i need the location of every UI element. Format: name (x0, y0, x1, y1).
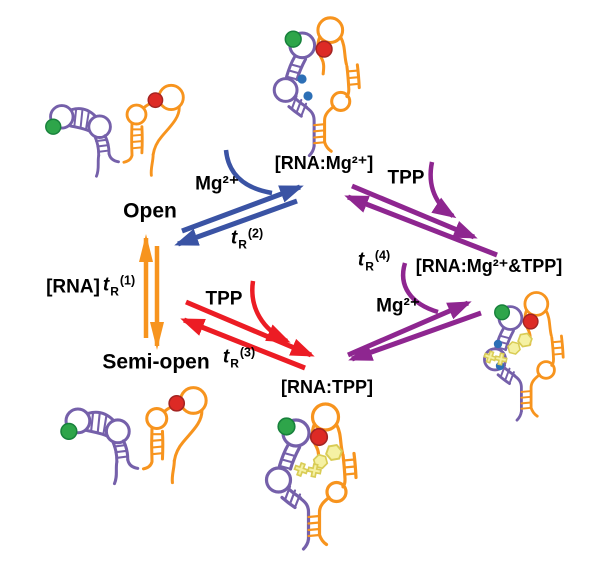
ligand-label-mg-top: Mg²⁺ (195, 173, 239, 195)
forward-arrow (185, 299, 315, 358)
ligand-label-mg-bottom: Mg²⁺ (376, 295, 420, 317)
tpp-influx-curve (250, 280, 291, 344)
rate-sup: (4) (374, 248, 391, 263)
mg-binding-arrows-purple-bottom (347, 262, 482, 362)
semi-open-rna-structure (59, 386, 208, 486)
forward-arrow (181, 184, 304, 234)
tpp-cross-icon (292, 460, 310, 479)
rate-label-t1: tR(1) (102, 273, 136, 299)
rate-sub: R (110, 284, 119, 299)
state-label-rna: [RNA] (46, 276, 100, 298)
reverse-arrow (344, 194, 498, 258)
mg-ion-dots-rna-mg (297, 74, 313, 101)
ligand-label-tpp-top: TPP (387, 167, 425, 189)
rna-mg-structure (272, 16, 361, 158)
mg-binding-arrows-blue (174, 149, 304, 247)
state-label-semi-open: Semi-open (102, 350, 210, 374)
rate-label-t3: tR(3) (222, 345, 256, 371)
reverse-arrow (174, 198, 298, 247)
tpp-binding-arrows-purple-top (344, 161, 498, 258)
tpp-binding-arrows-red (180, 280, 315, 371)
rate-base: t (230, 227, 238, 249)
magnesium-ion-dot (303, 91, 313, 101)
open-rna-structure (44, 83, 185, 178)
rate-base: t (222, 346, 230, 368)
ligand-label-tpp-bottom: TPP (205, 288, 243, 310)
tpp-influx-curve (428, 161, 457, 219)
rate-base: t (357, 249, 365, 271)
rate-sub: R (230, 356, 239, 371)
state-label-open: Open (123, 199, 177, 223)
forward-arrow (351, 183, 478, 240)
mg-influx-curve (223, 149, 273, 196)
rate-sup: (2) (247, 226, 264, 241)
magnesium-ion-dot (493, 339, 503, 349)
state-label-rna-mg-tpp: [RNA:Mg²⁺&TPP] (415, 256, 563, 276)
reverse-arrow (348, 310, 482, 362)
mg-influx-curve (400, 262, 439, 315)
rate-sup: (3) (239, 345, 256, 360)
rate-sub: R (365, 259, 374, 274)
rate-sub: R (238, 237, 247, 252)
rate-base: t (102, 274, 110, 296)
rate-label-t4: tR(4) (357, 248, 391, 274)
rate-sup: (1) (119, 273, 136, 288)
open-semiopen-arrows-orange (139, 234, 164, 350)
state-label-rna-mg: [RNA:Mg²⁺] (274, 153, 374, 173)
reverse-arrow (180, 317, 306, 371)
state-label-rna-tpp: [RNA:TPP] (281, 377, 373, 397)
magnesium-ion-dot (297, 74, 307, 84)
rate-label-t2: tR(2) (230, 226, 264, 252)
